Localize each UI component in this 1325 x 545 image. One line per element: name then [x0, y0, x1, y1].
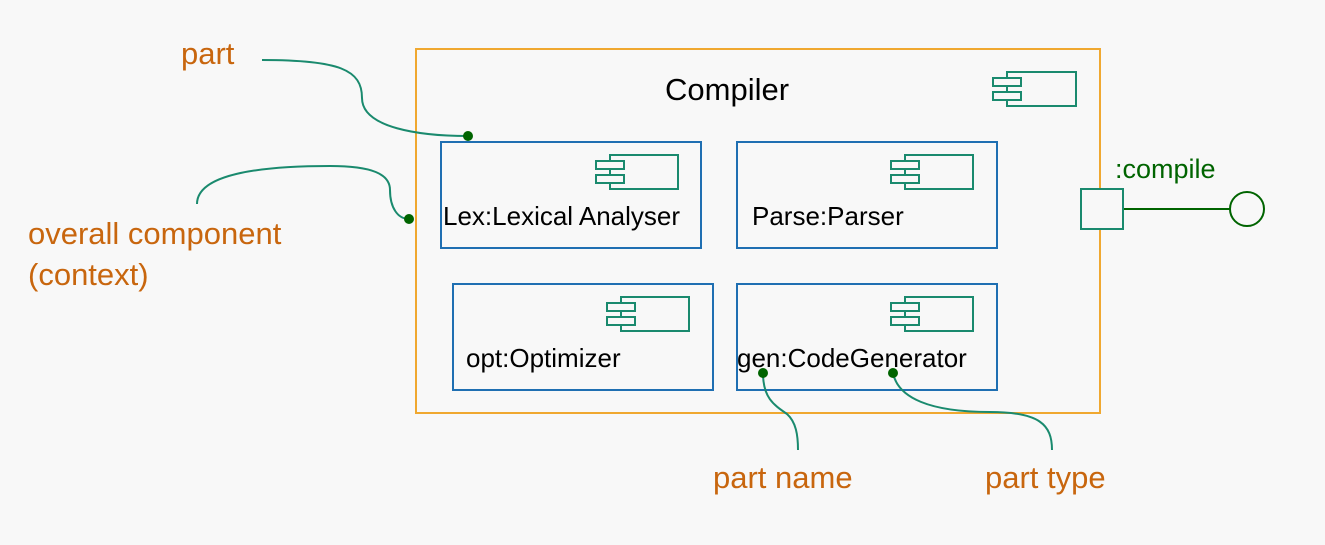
annotation-part-name: part name [713, 460, 853, 495]
annotation-part: part [181, 36, 235, 71]
part-optimizer-label: opt:Optimizer [466, 343, 621, 373]
leader-line-part [261, 59, 469, 137]
annotation-overall-component: overall component [28, 216, 282, 251]
port-label: :compile [1115, 154, 1216, 184]
provided-interface-icon [1229, 191, 1265, 227]
component-icon [890, 296, 974, 332]
component-icon [992, 71, 1077, 107]
endpoint-dot [758, 368, 768, 378]
part-codegen-label: gen:CodeGenerator [737, 343, 967, 373]
endpoint-dot [888, 368, 898, 378]
compile-port [1080, 188, 1124, 230]
leader-line-part-name [762, 372, 799, 451]
leader-line-overall [196, 164, 410, 220]
component-icon [890, 154, 974, 190]
annotation-context: (context) [28, 257, 149, 292]
annotation-part-type: part type [985, 460, 1106, 495]
part-lexer-label: Lex:Lexical Analyser [443, 201, 681, 231]
leader-line-part-type [892, 372, 1053, 451]
endpoint-dot [404, 214, 414, 224]
part-parser-label: Parse:Parser [752, 201, 904, 231]
component-icon [606, 296, 690, 332]
component-title: Compiler [665, 72, 790, 107]
component-icon [595, 154, 679, 190]
endpoint-dot [463, 131, 473, 141]
compiler-component [415, 48, 1101, 414]
